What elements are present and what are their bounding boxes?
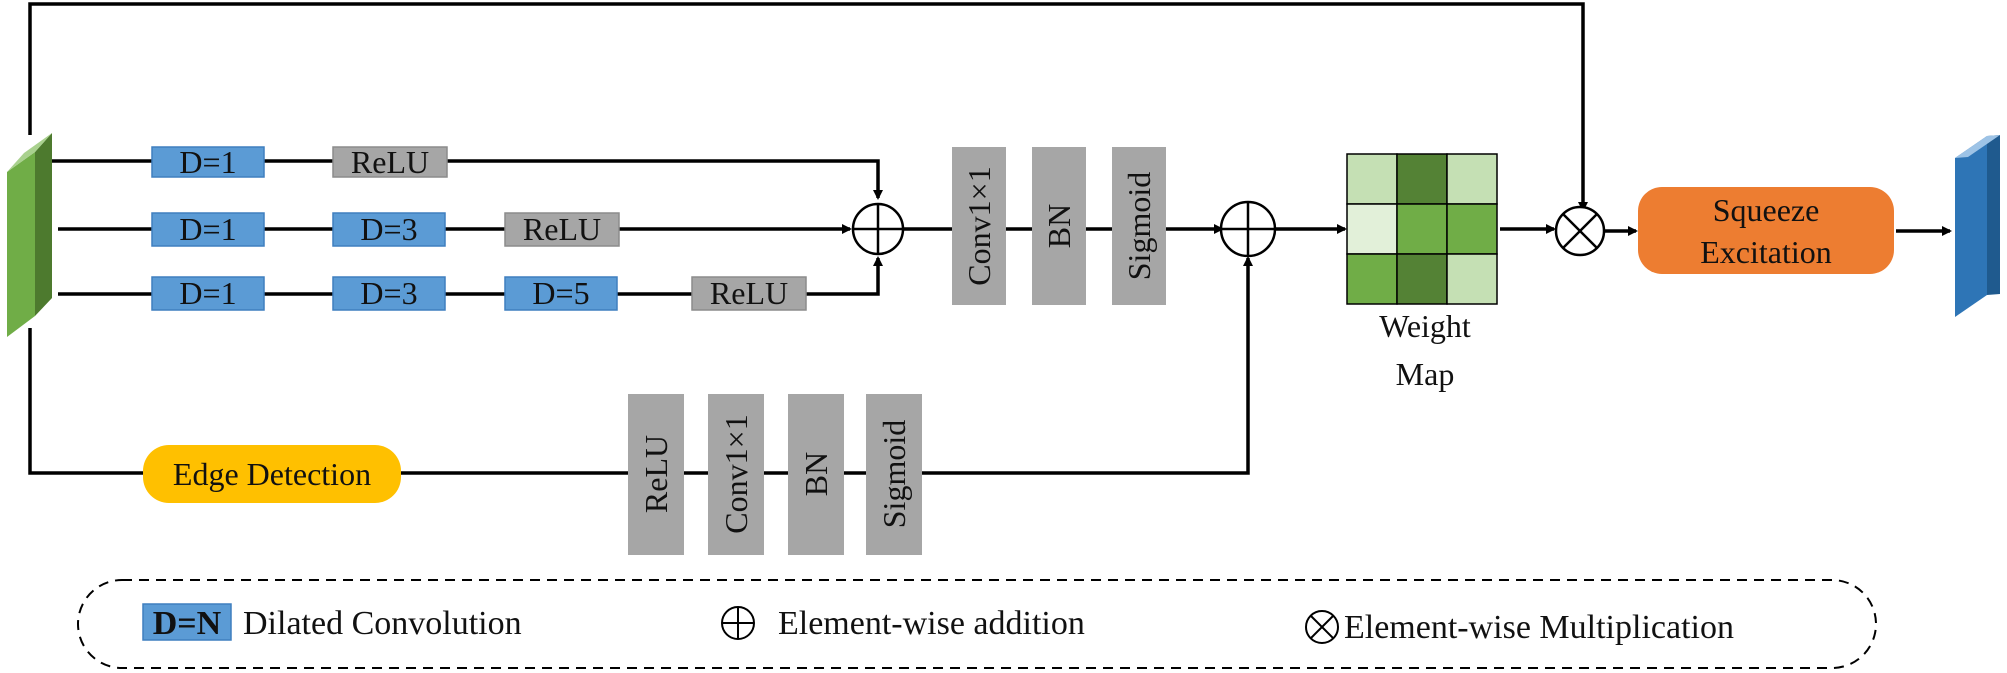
svg-text:Sigmoid: Sigmoid — [876, 420, 912, 528]
weight-map-cell — [1396, 253, 1448, 305]
svg-text:ReLU: ReLU — [351, 144, 429, 180]
svg-text:D=1: D=1 — [179, 275, 236, 311]
edge-detection-block: Edge Detection — [143, 445, 401, 503]
weight-map-cell — [1396, 153, 1448, 205]
relu-branch3: ReLU — [691, 275, 807, 311]
svg-text:Sigmoid: Sigmoid — [1121, 172, 1157, 280]
edge-relu-block: ReLU — [628, 394, 684, 555]
weight-map-cell — [1346, 203, 1398, 255]
legend-multiplication-icon — [1305, 610, 1339, 644]
legend-addition-text: Element-wise addition — [778, 605, 1085, 642]
svg-text:Conv1×1: Conv1×1 — [961, 166, 997, 285]
svg-text:D=3: D=3 — [360, 275, 417, 311]
svg-text:D=5: D=5 — [532, 275, 589, 311]
weight-map-cell — [1446, 203, 1498, 255]
weight-map-label-line1: Weight — [1379, 308, 1471, 344]
main-conv1x1-block: Conv1×1 — [952, 147, 1006, 305]
svg-text:BN: BN — [1041, 204, 1077, 248]
edge-conv1x1-block: Conv1×1 — [708, 394, 764, 555]
legend-multiplication-text: Element-wise Multiplication — [1344, 609, 1734, 646]
weight-map-grid — [1346, 153, 1498, 305]
edge-bn-block: BN — [788, 394, 844, 555]
main-bn-block: BN — [1032, 147, 1086, 305]
svg-text:Edge Detection: Edge Detection — [173, 456, 371, 492]
legend: D=N Dilated Convolution Element-wise add… — [77, 579, 1877, 669]
squeeze-excitation-block: Squeeze Excitation — [1638, 187, 1894, 274]
legend-dilated-text: Dilated Convolution — [243, 605, 522, 642]
output-feature-map — [1955, 135, 2000, 317]
relu-branch2: ReLU — [504, 211, 620, 247]
addition-node-1 — [851, 202, 905, 256]
svg-text:D=1: D=1 — [179, 144, 236, 180]
legend-border — [77, 579, 1877, 669]
svg-text:Squeeze: Squeeze — [1713, 192, 1820, 228]
edge-to-sum2-line — [922, 256, 1253, 475]
edge-sigmoid-block: Sigmoid — [866, 394, 922, 555]
svg-text:ReLU: ReLU — [523, 211, 601, 247]
input-feature-map — [7, 133, 52, 337]
weight-map-cell — [1396, 203, 1448, 255]
dilated-conv-d1-branch2: D=1 — [151, 211, 265, 247]
svg-text:Excitation: Excitation — [1700, 234, 1832, 270]
svg-text:Conv1×1: Conv1×1 — [718, 414, 754, 533]
relu-branch1: ReLU — [332, 144, 448, 180]
dilated-conv-d1-branch3: D=1 — [151, 275, 265, 311]
main-sigmoid-block: Sigmoid — [1112, 147, 1166, 305]
dilated-conv-d5-branch3: D=5 — [504, 275, 618, 311]
svg-text:ReLU: ReLU — [710, 275, 788, 311]
svg-text:D=3: D=3 — [360, 211, 417, 247]
dilated-conv-d1-branch1: D=1 — [151, 144, 265, 180]
weight-map-label-line2: Map — [1396, 356, 1455, 392]
addition-node-2 — [1219, 200, 1277, 258]
svg-text:ReLU: ReLU — [638, 435, 674, 513]
dilated-conv-d3-branch3: D=3 — [332, 275, 446, 311]
edge-branch-line — [28, 328, 628, 475]
legend-dilated-symbol: D=N — [142, 603, 232, 642]
svg-text:D=1: D=1 — [179, 211, 236, 247]
weight-map-cell — [1446, 253, 1498, 305]
branch3-line — [58, 256, 883, 296]
weight-map-cell — [1346, 153, 1398, 205]
svg-text:D=N: D=N — [153, 605, 222, 642]
weight-map-cell — [1346, 253, 1398, 305]
legend-addition-icon — [721, 606, 755, 640]
skip-connection-line — [28, 2, 1588, 212]
multiplication-node — [1554, 205, 1606, 257]
svg-text:BN: BN — [798, 452, 834, 496]
branch1-line — [52, 159, 883, 200]
dilated-conv-d3-branch2: D=3 — [332, 211, 446, 247]
weight-map-cell — [1446, 153, 1498, 205]
